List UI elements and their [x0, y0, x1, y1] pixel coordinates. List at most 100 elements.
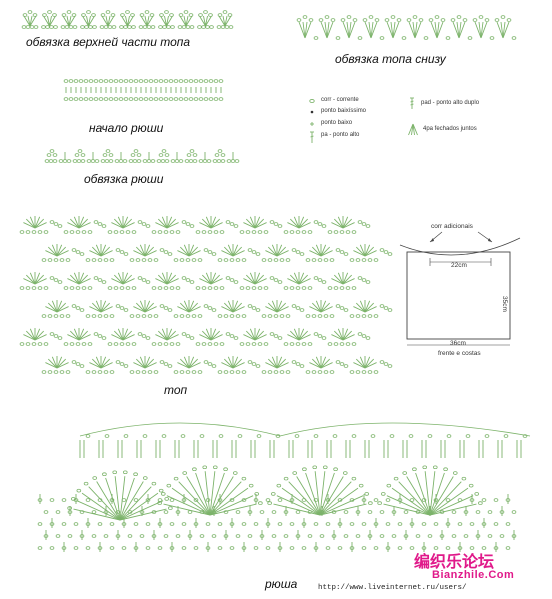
chain-stitch: [100, 13, 106, 17]
chain-stitch: [118, 79, 124, 83]
fan-stitch: [100, 246, 111, 257]
watermark-site-cn: 编织乐论坛: [414, 552, 495, 571]
chain-stitch: [207, 306, 213, 310]
chain-stitch: [337, 498, 343, 502]
chain-stitch: [151, 510, 157, 514]
chain-stitch: [103, 534, 109, 538]
fan-stitch: [254, 222, 267, 229]
fan-stitch: [133, 250, 146, 257]
chain-stitch: [150, 25, 156, 29]
chain-stitch: [97, 498, 103, 502]
double-crochet-stitch: [326, 21, 330, 39]
fan-stitch: [309, 306, 322, 313]
chain-stitch: [93, 276, 99, 280]
fan-stitch: [47, 302, 58, 313]
chain-stitch: [123, 97, 129, 101]
chain-stitch: [433, 546, 439, 550]
chain-stitch: [317, 278, 323, 282]
fan-stitch: [100, 358, 111, 369]
chain-stitch: [503, 434, 509, 438]
chain-stitch: [145, 522, 151, 526]
chain-stitch: [43, 230, 49, 234]
fan-stitch: [287, 222, 300, 229]
chain-stitch: [91, 510, 97, 514]
fan-stitch: [201, 218, 212, 229]
chain-stitch: [88, 97, 94, 101]
fan-stitch: [51, 300, 58, 313]
fan-stitch: [254, 216, 261, 229]
chain-stitch: [105, 10, 111, 14]
fan-stitch: [232, 356, 239, 369]
chain-stitch: [43, 286, 49, 290]
chain-stitch: [335, 36, 341, 40]
double-crochet-stitch: [414, 21, 418, 39]
chain-stitch: [265, 498, 271, 502]
chain-stitch: [349, 498, 355, 502]
chain-stitch: [333, 467, 338, 472]
chain-stitch: [228, 25, 234, 29]
chain-stitch: [86, 10, 91, 14]
legend-single-crochet-icon: [310, 122, 314, 126]
fan-stitch: [47, 358, 58, 369]
chain-stitch: [185, 222, 191, 226]
chain-stitch: [91, 13, 96, 17]
chain-stitch: [212, 465, 218, 470]
double-crochet-stitch: [502, 21, 506, 39]
chain-stitch: [159, 248, 165, 252]
chain-stitch: [208, 13, 213, 17]
stitch-legend: corr - corrente ponto baixíssimo ponto b…: [305, 97, 545, 167]
chain-stitch: [85, 498, 91, 502]
chain-stitch: [199, 434, 205, 438]
chain-stitch: [63, 97, 69, 101]
chain-stitch: [452, 471, 458, 475]
chain-stitch: [235, 314, 241, 318]
ruffle-fan-stitch: [119, 492, 159, 521]
chain-stitch: [55, 510, 61, 514]
fan-stitch: [232, 362, 245, 369]
fan-stitch: [232, 306, 245, 313]
chain-stitch: [412, 467, 417, 472]
chain-stitch: [406, 18, 412, 22]
chain-stitch: [163, 286, 169, 290]
chain-stitch: [349, 314, 355, 318]
chain-stitch: [291, 360, 297, 364]
fan-stitch: [320, 358, 331, 369]
chain-stitch: [343, 308, 349, 312]
fan-stitch: [135, 246, 146, 257]
chain-stitch: [175, 286, 181, 290]
chain-stitch: [271, 534, 277, 538]
fan-stitch: [157, 330, 168, 341]
chain-stitch: [253, 522, 259, 526]
fan-stitch: [122, 330, 133, 341]
chain-stitch: [125, 342, 131, 346]
chain-stitch: [207, 362, 213, 366]
chain-stitch: [379, 534, 385, 538]
chain-stitch: [107, 230, 113, 234]
chain-stitch: [349, 522, 355, 526]
fan-stitch: [298, 272, 305, 285]
chain-stitch: [311, 370, 317, 374]
chain-stitch: [267, 258, 273, 262]
double-crochet-stitch: [203, 15, 206, 27]
chain-stitch: [229, 498, 235, 502]
chain-stitch: [31, 342, 37, 346]
chain-stitch: [41, 258, 47, 262]
chain-stitch: [373, 498, 379, 502]
chain-stitch: [131, 230, 137, 234]
ruffle-fan-stitch: [429, 476, 454, 516]
chain-stitch: [153, 370, 159, 374]
chain-stitch: [389, 434, 395, 438]
chain-stitch: [164, 159, 170, 163]
chain-stitch: [138, 97, 144, 101]
chain-stitch: [415, 534, 421, 538]
chain-stitch: [158, 153, 164, 157]
chain-stitch: [163, 230, 169, 234]
chain-stitch: [323, 258, 329, 262]
chain-stitch: [163, 306, 169, 310]
fan-stitch: [161, 272, 168, 285]
fan-stitch: [298, 216, 305, 229]
chain-stitch: [81, 13, 86, 17]
chain-stitch: [263, 230, 269, 234]
fan-stitch: [320, 246, 331, 257]
fan-stitch: [155, 278, 168, 285]
